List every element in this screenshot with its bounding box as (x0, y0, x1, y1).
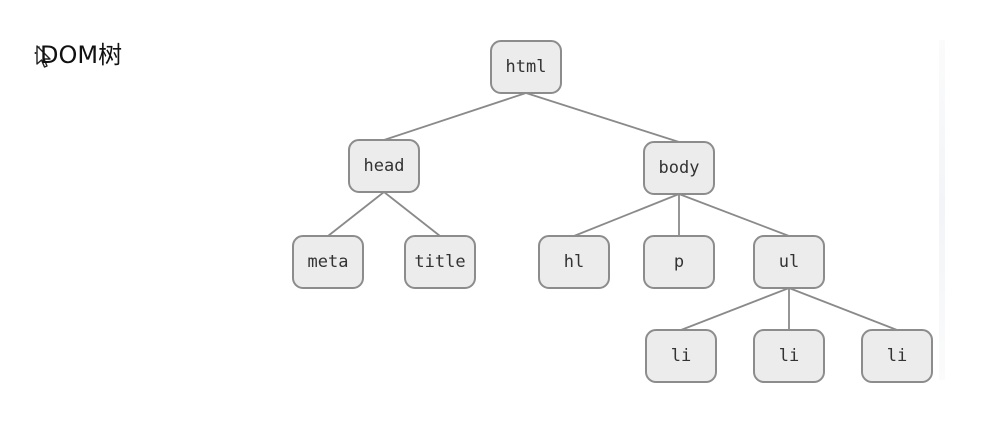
tree-node-label: li (887, 346, 907, 366)
tree-edge-ul-li3 (788, 287, 898, 331)
tree-node-label: head (364, 156, 405, 176)
cursor-arrow-icon (34, 45, 51, 68)
tree-node-box (643, 141, 715, 195)
tree-node-box (861, 329, 933, 383)
page-title: DOM树 (40, 41, 123, 69)
tree-node-box (643, 235, 715, 289)
tree-node-box (292, 235, 364, 289)
tree-edge-head-title (383, 191, 441, 237)
tree-node-html: html (490, 40, 562, 94)
tree-edge-html-body (525, 92, 680, 143)
tree-node-h1: hl (538, 235, 610, 289)
tree-node-label: li (671, 346, 691, 366)
background-artifact (939, 40, 945, 380)
tree-node-body: body (643, 141, 715, 195)
tree-node-label: hl (564, 252, 584, 272)
tree-node-box (490, 40, 562, 94)
tree-node-label: p (674, 252, 684, 272)
tree-node-meta: meta (292, 235, 364, 289)
tree-node-label: html (506, 57, 547, 77)
tree-node-box (348, 139, 420, 193)
tree-node-ul: ul (753, 235, 825, 289)
tree-node-li2: li (753, 329, 825, 383)
tree-node-box (753, 235, 825, 289)
tree-node-p: p (643, 235, 715, 289)
tree-node-li1: li (645, 329, 717, 383)
tree-edge-head-meta (327, 191, 385, 237)
tree-edges (327, 92, 898, 331)
tree-node-label: li (779, 346, 799, 366)
tree-edge-body-h1 (573, 193, 680, 237)
tree-edge-html-head (383, 92, 527, 141)
tree-node-box (753, 329, 825, 383)
tree-nodes: html head body meta title hl p ul li li li (292, 40, 933, 383)
tree-node-label: meta (308, 252, 349, 272)
tree-node-box (404, 235, 476, 289)
tree-node-label: body (659, 158, 700, 178)
tree-edge-body-ul (678, 193, 790, 237)
tree-node-head: head (348, 139, 420, 193)
tree-node-title: title (404, 235, 476, 289)
tree-node-label: title (414, 252, 465, 272)
tree-node-box (538, 235, 610, 289)
tree-node-label: ul (779, 252, 799, 272)
tree-node-box (645, 329, 717, 383)
tree-edge-ul-li1 (680, 287, 790, 331)
tree-node-li3: li (861, 329, 933, 383)
